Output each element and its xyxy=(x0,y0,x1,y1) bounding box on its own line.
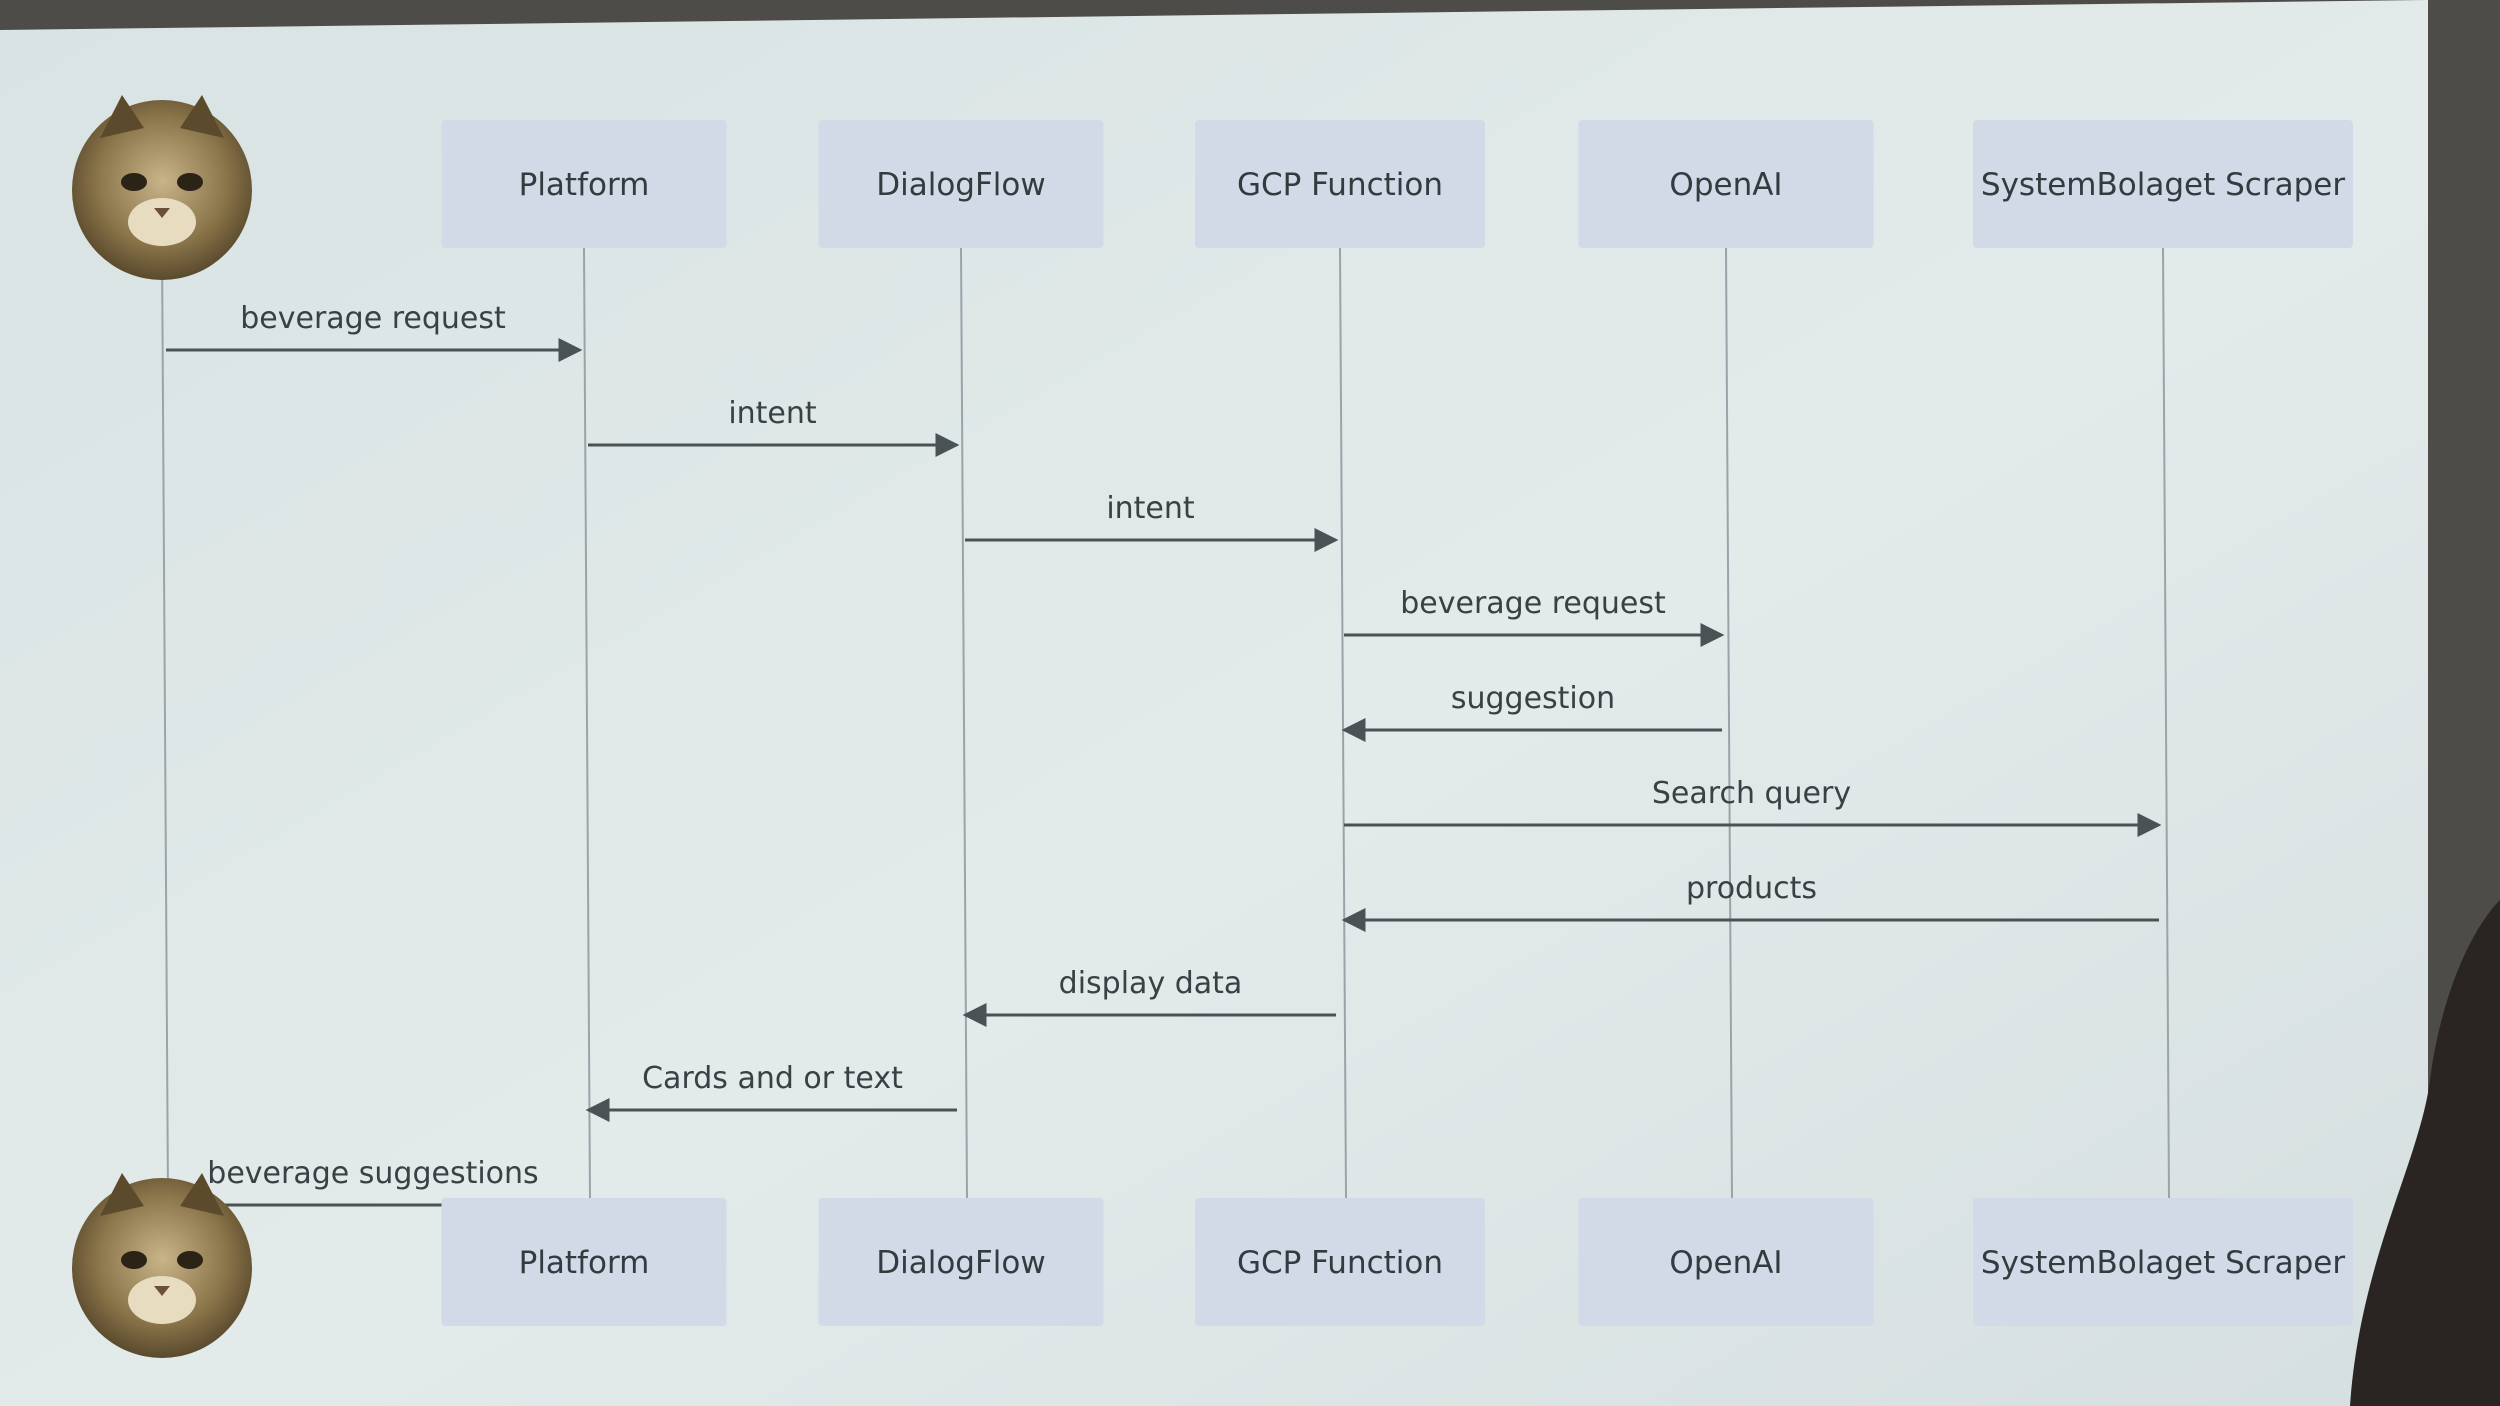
participant-label-openai-bottom: OpenAI xyxy=(1669,1245,1782,1281)
message-label-9: Cards and or text xyxy=(642,1061,903,1096)
participant-label-dialogflow-bottom: DialogFlow xyxy=(876,1245,1046,1281)
participant-label-gcp-top: GCP Function xyxy=(1237,167,1443,203)
participant-label-openai-top: OpenAI xyxy=(1669,167,1782,203)
participant-label-scraper-bottom: SystemBolaget Scraper xyxy=(1981,1245,2345,1281)
message-label-5: suggestion xyxy=(1451,681,1615,716)
message-label-7: products xyxy=(1686,871,1817,906)
message-label-2: intent xyxy=(728,396,817,431)
message-label-8: display data xyxy=(1059,966,1243,1001)
participant-label-dialogflow-top: DialogFlow xyxy=(876,167,1046,203)
message-label-6: Search query xyxy=(1652,776,1851,811)
participant-label-platform-bottom: Platform xyxy=(519,1245,650,1281)
message-label-10: beverage suggestions xyxy=(207,1156,538,1191)
message-label-3: intent xyxy=(1106,491,1195,526)
participant-label-gcp-bottom: GCP Function xyxy=(1237,1245,1443,1281)
participant-label-platform-top: Platform xyxy=(519,167,650,203)
message-label-4: beverage request xyxy=(1400,586,1666,621)
message-label-1: beverage request xyxy=(240,301,506,336)
participant-label-scraper-top: SystemBolaget Scraper xyxy=(1981,167,2345,203)
